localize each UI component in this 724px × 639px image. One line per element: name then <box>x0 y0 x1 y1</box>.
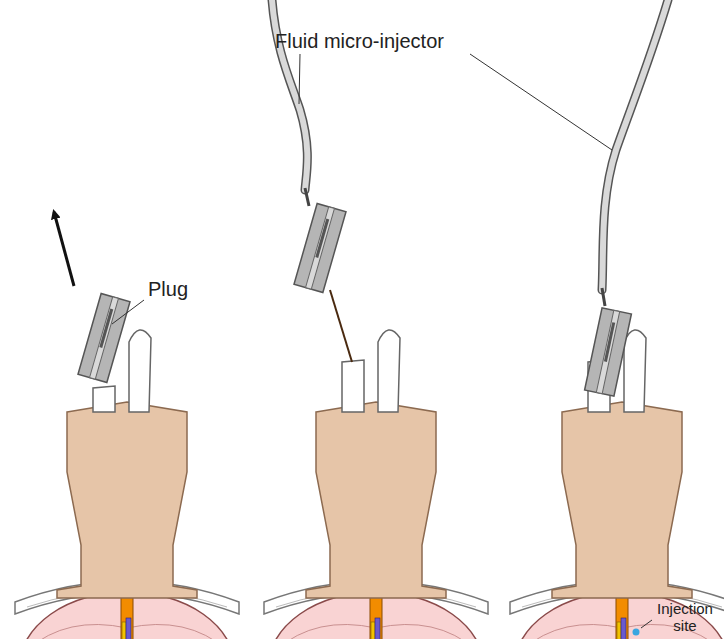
injection-site-label: Injection site <box>652 600 718 635</box>
plug-label: Plug <box>148 278 188 301</box>
injector-label: Fluid micro-injector <box>275 30 444 53</box>
